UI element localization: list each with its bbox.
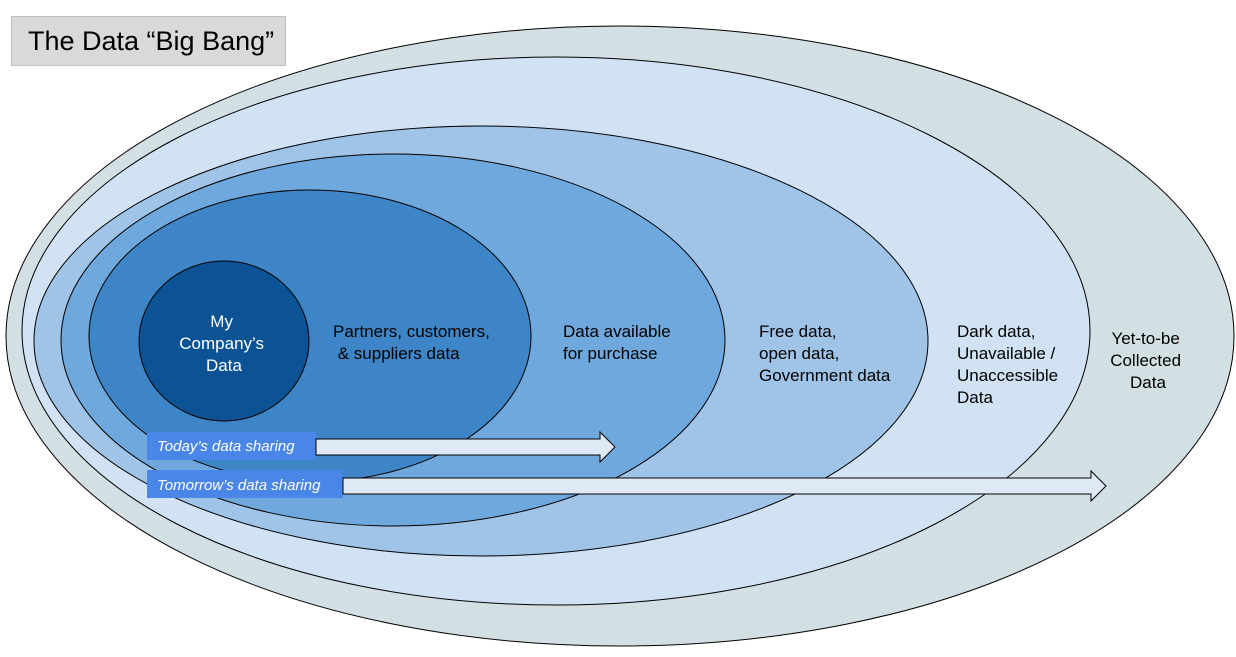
label-dark-data: Dark data, Unavailable / Unaccessible Da… (957, 322, 1063, 407)
todays-sharing-label-box (147, 432, 316, 460)
todays-sharing-arrow-shape (315, 430, 616, 464)
tomorrows-sharing-label-box (147, 470, 343, 498)
label-partners-customers-suppliers: Partners, customers, & suppliers data (333, 322, 495, 363)
tomorrows-sharing-label: Tomorrow’s data sharing (157, 477, 321, 494)
todays-data-sharing-arrow: Today’s data sharing (147, 430, 616, 464)
label-yet-to-be-collected: Yet-to-be Collected Data (1110, 329, 1186, 392)
label-data-for-purchase: Data available for purchase (563, 322, 675, 363)
todays-sharing-label: Today’s data sharing (157, 438, 295, 455)
label-my-company-data: My Company’s Data (179, 312, 268, 375)
tomorrows-data-sharing-arrow: Tomorrow’s data sharing (147, 469, 1107, 503)
layer-my-company-data (138, 260, 310, 422)
label-free-open-government-data: Free data, open data, Government data (759, 322, 891, 385)
diagram-title: The Data “Big Bang” (11, 16, 286, 66)
tomorrows-sharing-arrow-shape (342, 469, 1107, 503)
